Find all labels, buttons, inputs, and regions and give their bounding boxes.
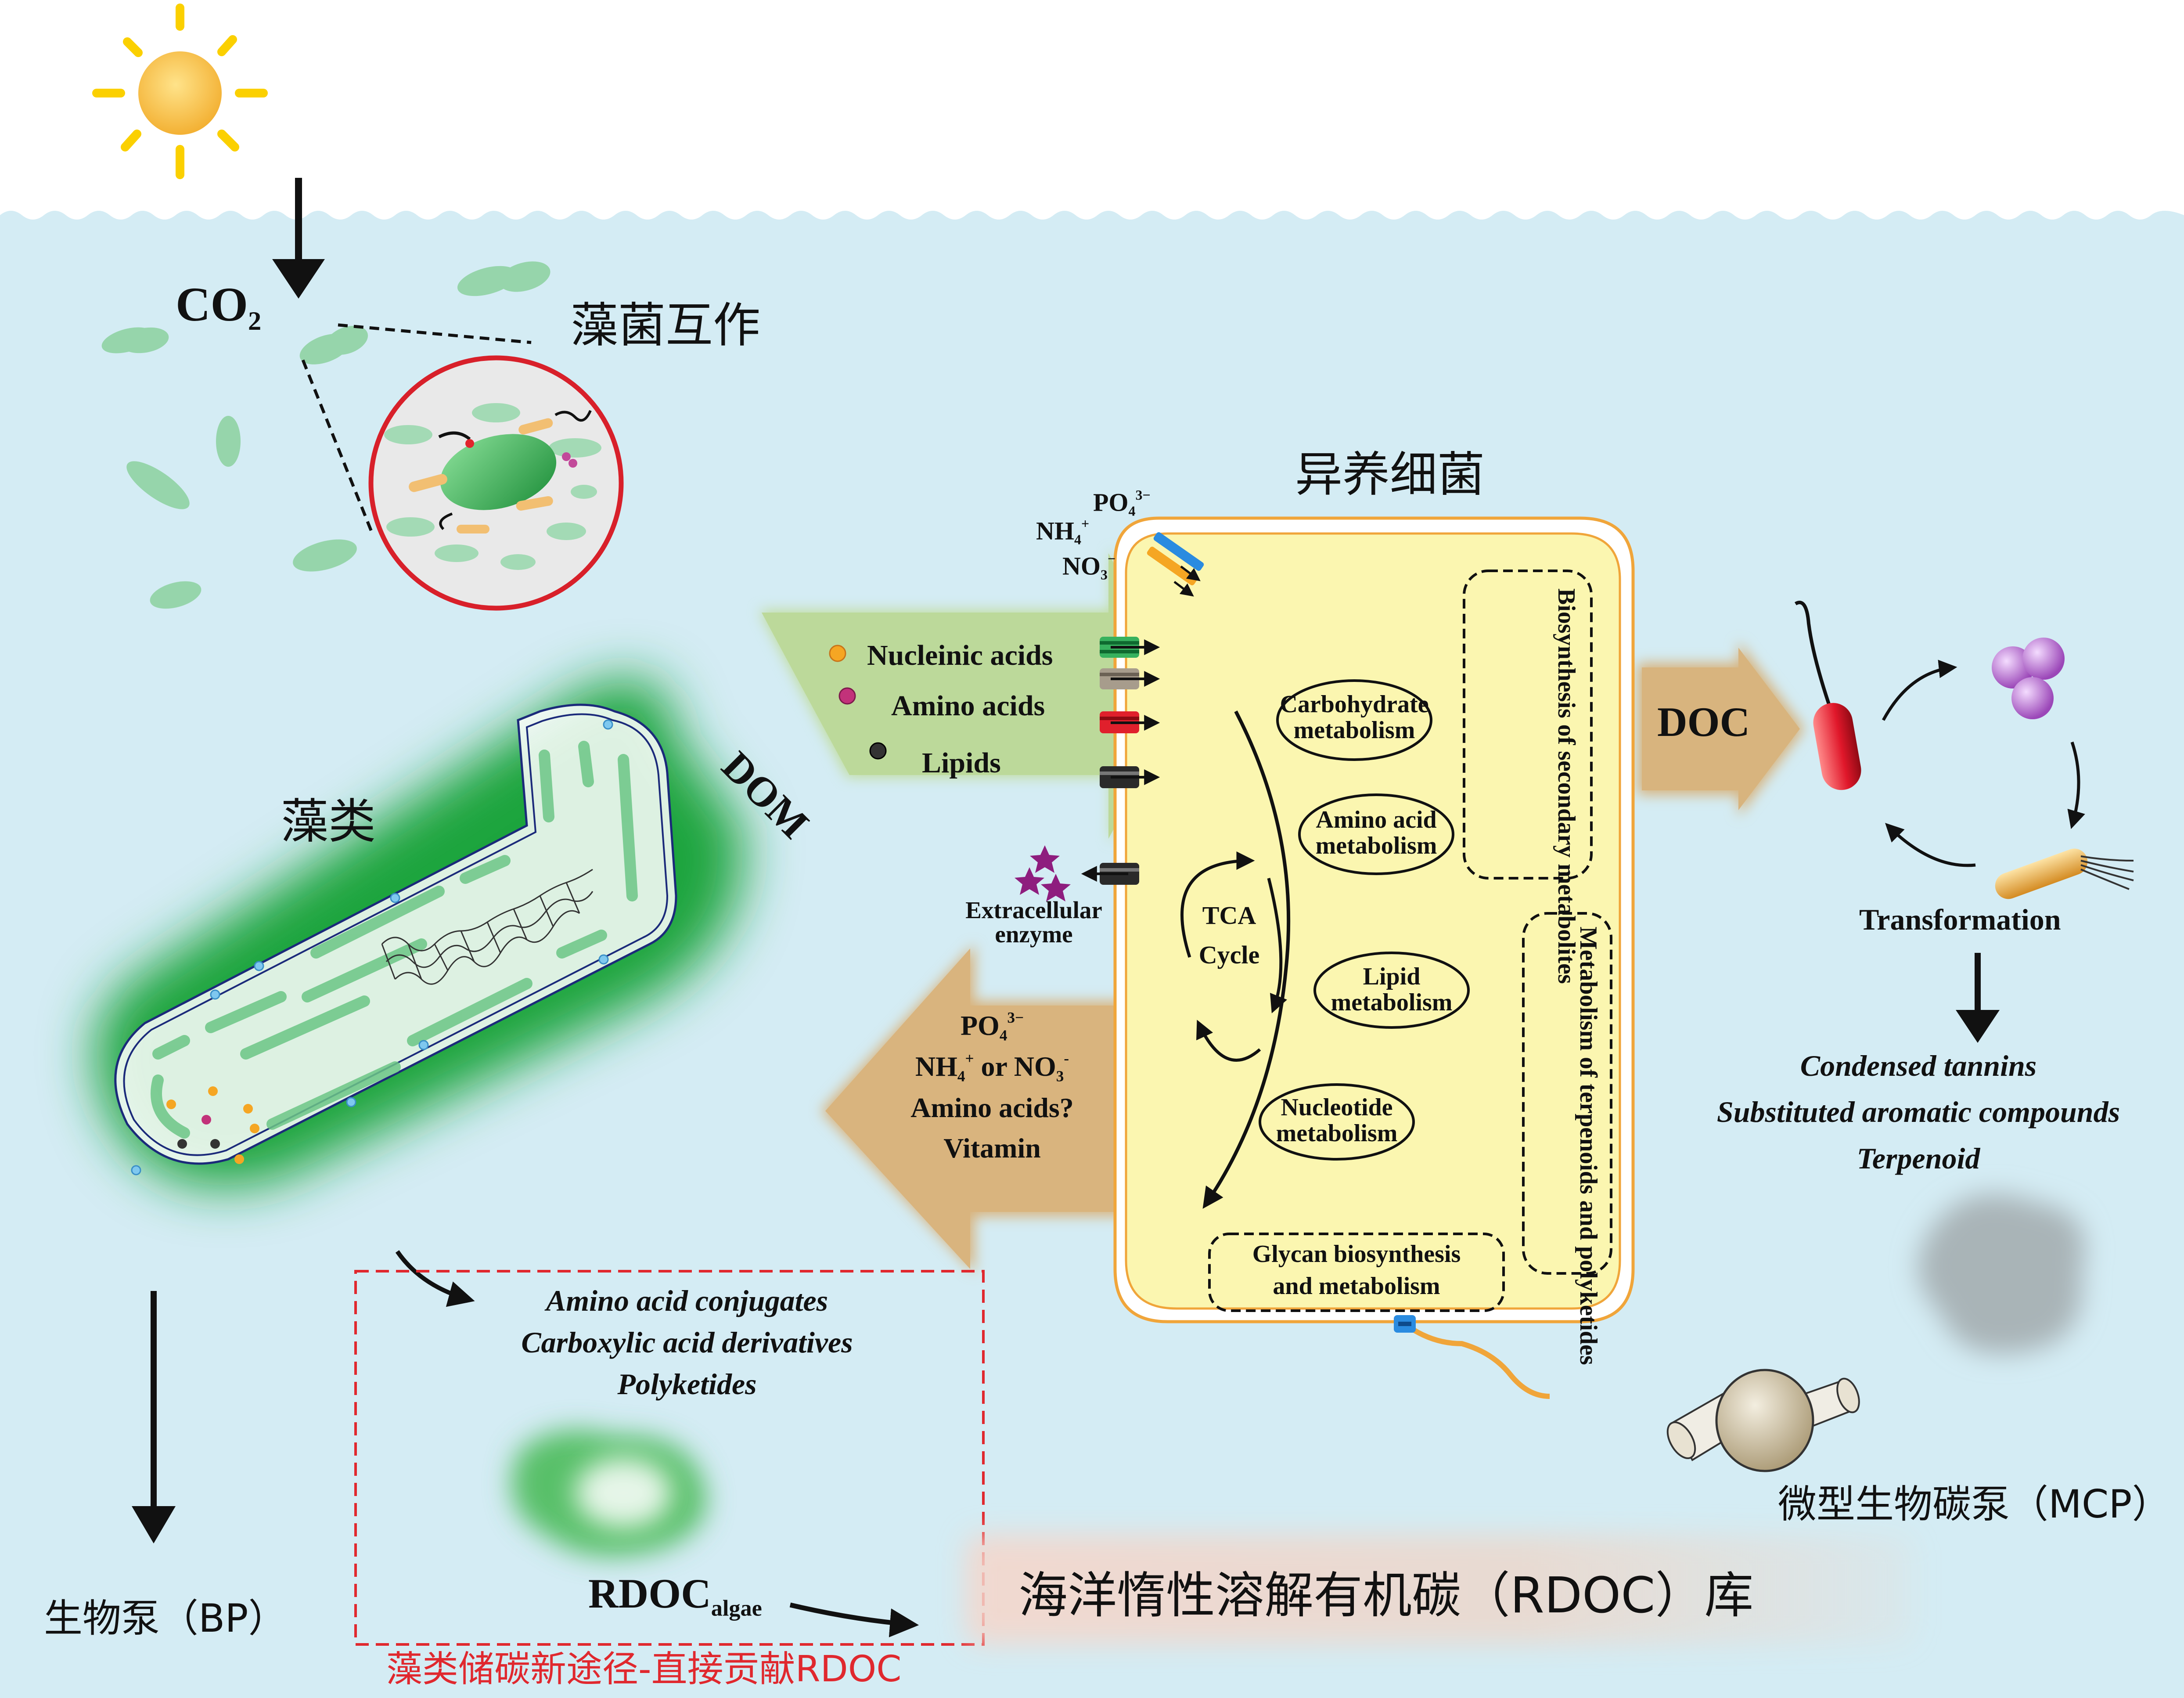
transporters <box>1081 532 1204 885</box>
algae-output-arrow <box>395 1250 475 1307</box>
cocci-icon <box>1992 638 2065 719</box>
dom-item-nucleinic: Nucleinic acids <box>867 639 1053 671</box>
nutrient-channels <box>1147 532 1204 597</box>
light-arrow <box>272 178 325 299</box>
rod-bacterium-icon <box>1995 848 2134 899</box>
return-po4: PO43− <box>960 1009 1024 1044</box>
nucleinic-dot <box>829 645 846 662</box>
transformation-cycle <box>1882 660 2085 867</box>
lipid-dot <box>869 742 887 760</box>
red-bacterium-icon <box>1794 601 1861 790</box>
transformation-label: Transformation <box>1859 903 2061 936</box>
mcp-pump-icon <box>1666 1369 1860 1472</box>
interaction-label: 藻菌互作 <box>571 298 761 353</box>
return-amino: Amino acids? <box>910 1092 1074 1123</box>
return-flow-text: PO43− NH4+ or NO3- Amino acids? Vitamin <box>860 1006 1124 1169</box>
new-pathway-label: 藻类储碳新途径-直接贡献RDOC <box>386 1648 902 1690</box>
doc-label: DOC <box>1657 699 1750 745</box>
return-nitrogen: NH4+ or NO3- <box>915 1050 1069 1085</box>
algae-cell <box>95 678 744 1187</box>
rdoc-pool-band <box>966 1535 1914 1644</box>
return-vitamin: Vitamin <box>943 1132 1041 1164</box>
transformation-down-arrow <box>1956 953 2000 1043</box>
nh4-label: NH4+ <box>1036 516 1090 548</box>
algae-label: 藻类 <box>281 794 376 849</box>
po4-label: PO43− <box>1093 487 1151 519</box>
rdoc-pool-label: 海洋惰性溶解有机碳（RDOC）库 <box>1018 1567 1754 1624</box>
enzyme-star-icons <box>1015 845 1071 901</box>
interaction-zoom <box>368 355 624 611</box>
rdoc-particle-grey <box>1918 1194 2085 1354</box>
floating-algae <box>101 261 550 609</box>
tca-cycle-arrows <box>1180 851 1287 1062</box>
no3-label: NO3− <box>1062 551 1116 583</box>
bp-arrow <box>132 1291 176 1543</box>
dom-item-lipids: Lipids <box>922 747 1001 779</box>
bp-label: 生物泵（BP） <box>44 1596 287 1641</box>
metabolic-flow-arrow <box>1202 710 1291 1209</box>
amino-dot <box>838 687 856 705</box>
terpenoids-polyketides-label: Metabolism of terpenoids and polyketides <box>1575 927 1602 1365</box>
sun-icon <box>92 4 268 179</box>
metabolism-ovals <box>1259 679 1470 1161</box>
dom-item-amino: Amino acids <box>891 690 1045 722</box>
rdoc-arrow <box>789 1602 919 1637</box>
bacterium-cell <box>1113 516 1635 1399</box>
algae-rdoc-box <box>354 1270 985 1646</box>
dashed-boxes <box>1208 570 1612 1312</box>
co2-label: CO2 <box>176 278 262 336</box>
sky <box>0 0 2184 215</box>
zoom-lines <box>301 323 532 537</box>
flagellar-motor-icon <box>1394 1315 1416 1333</box>
mcp-label: 微型生物碳泵（MCP） <box>1778 1482 2171 1527</box>
rdoc-algae-label: RDOCalgae <box>588 1570 762 1621</box>
bacteria-label: 异养细菌 <box>1295 447 1485 502</box>
nucleoid <box>381 869 594 985</box>
secondary-metabolites-label: Biosynthesis of secondary metabolites <box>1553 588 1580 984</box>
